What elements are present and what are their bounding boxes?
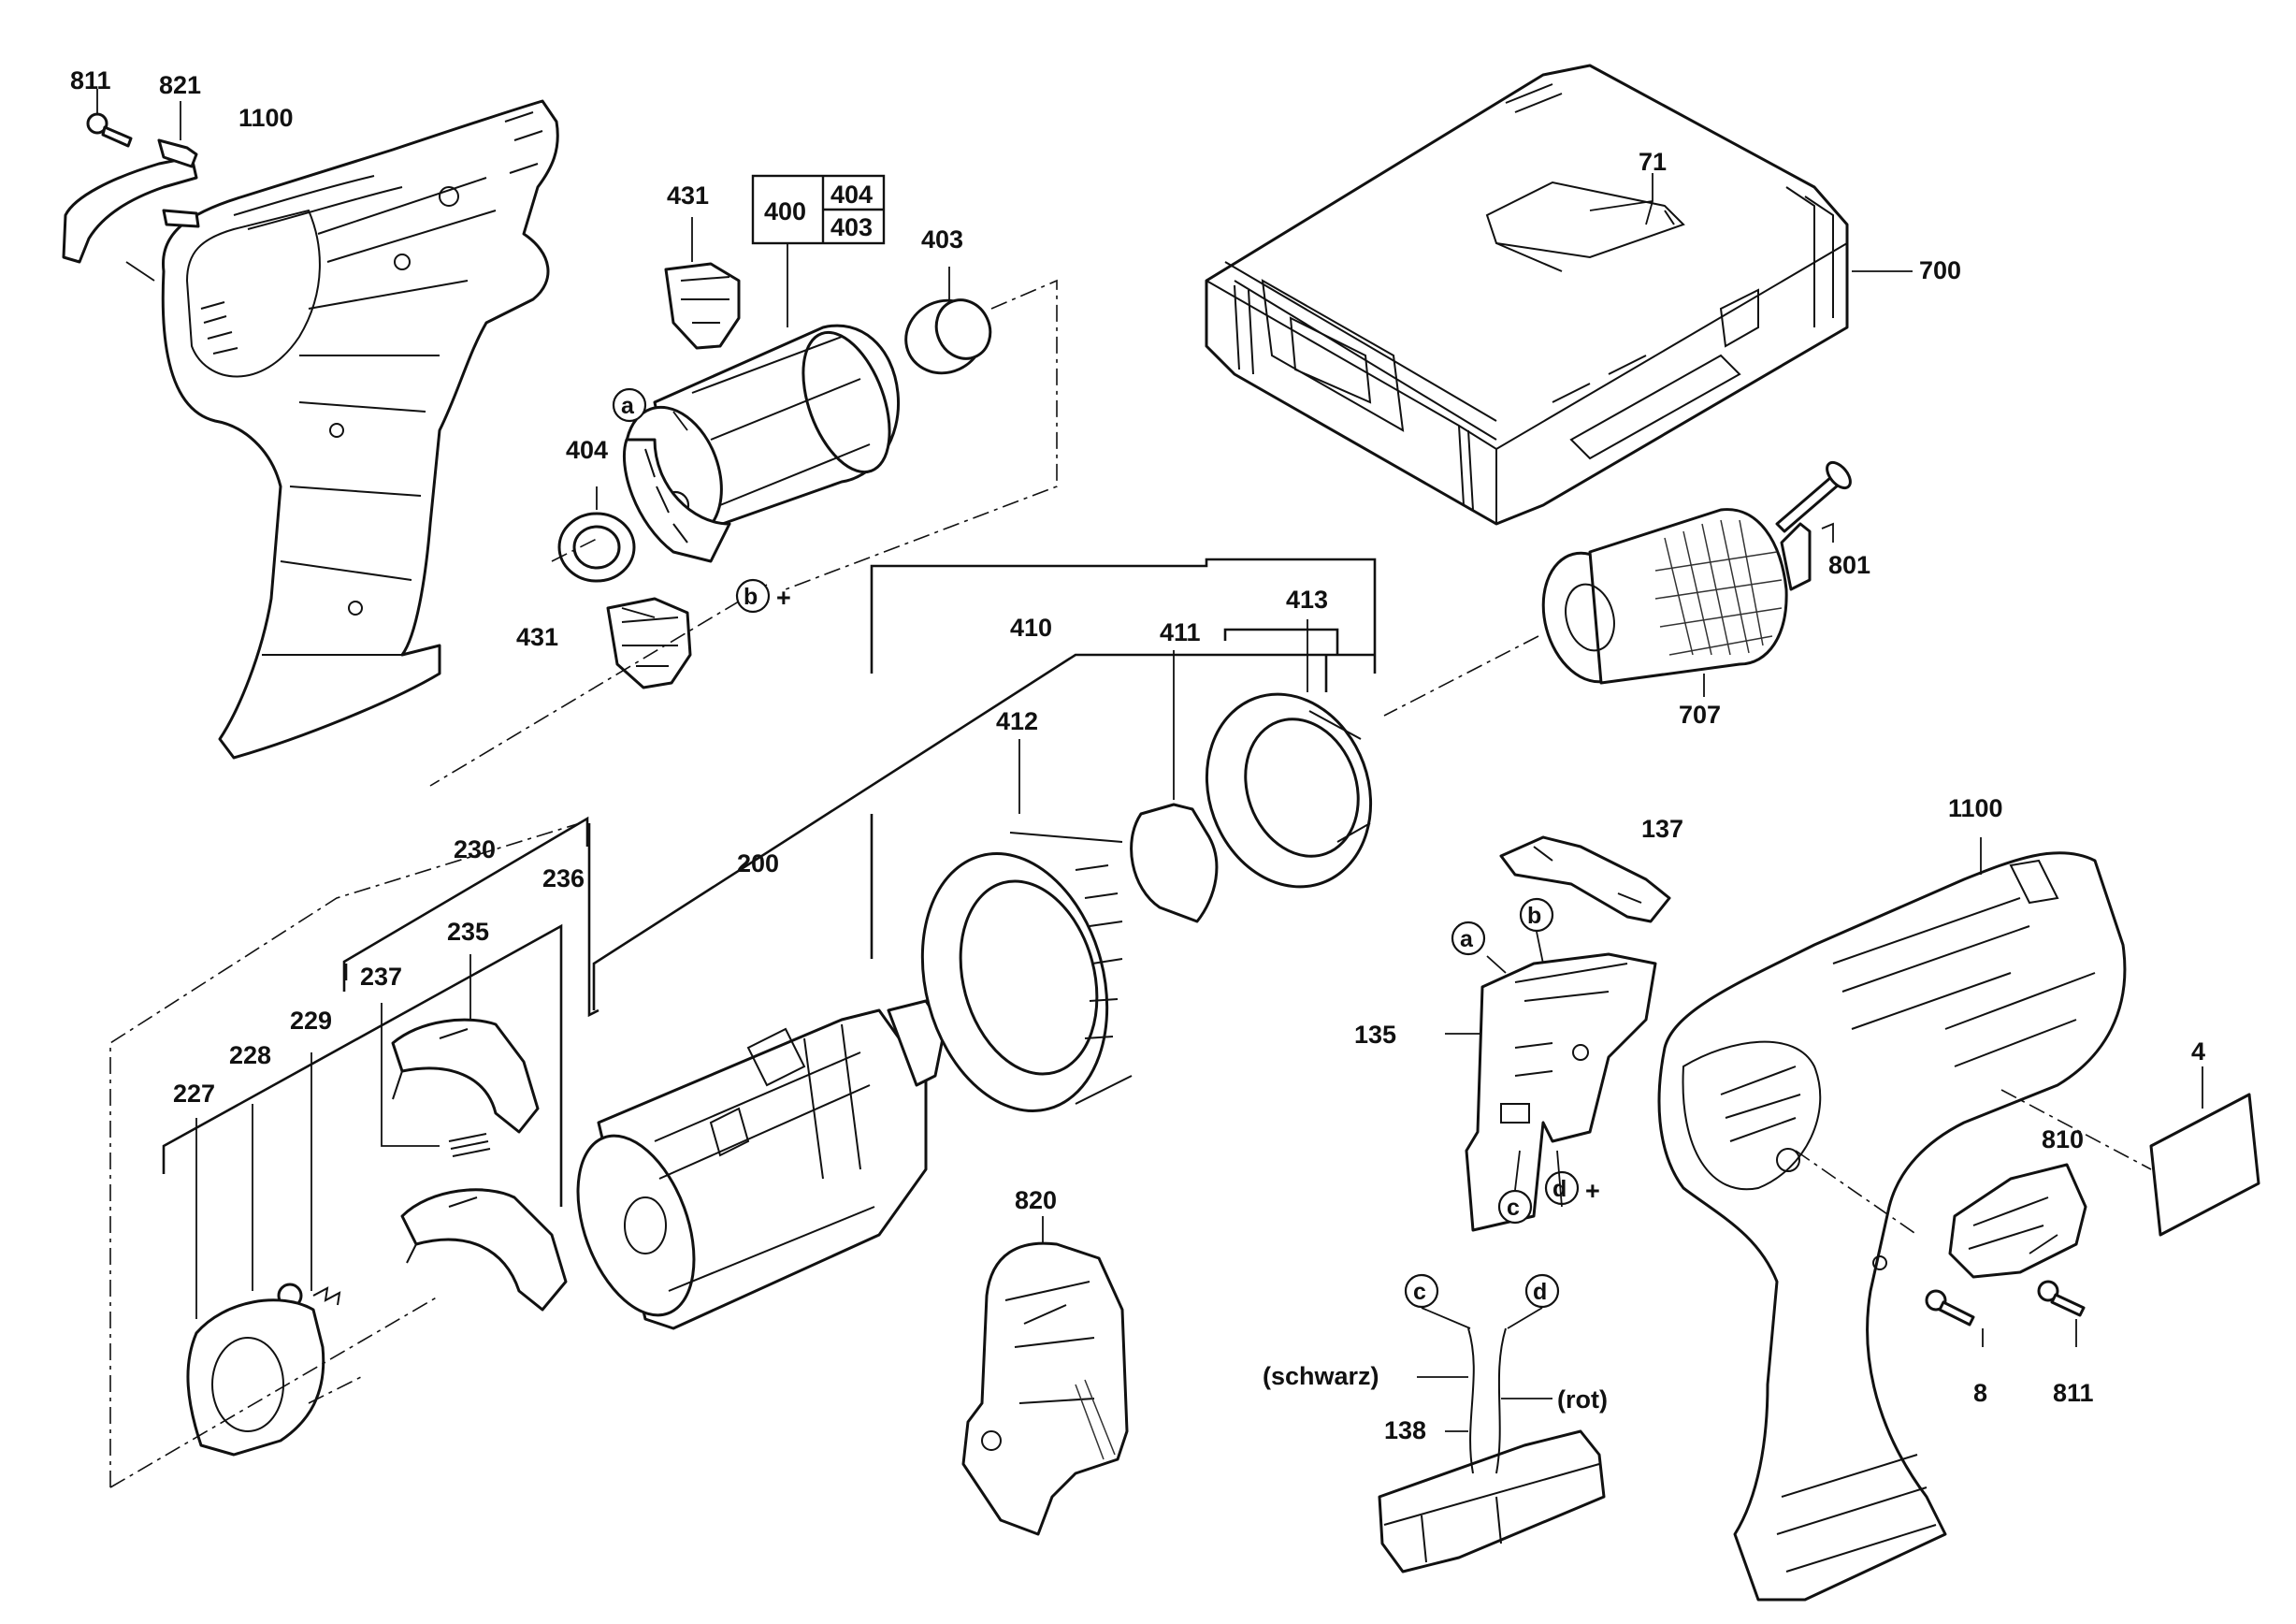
label-229: 229	[290, 1007, 332, 1035]
label-138: 138	[1384, 1416, 1426, 1444]
label-135: 135	[1354, 1021, 1396, 1049]
ring-227	[186, 1298, 325, 1457]
label-413: 413	[1286, 586, 1328, 614]
screw-811-right	[2037, 1280, 2086, 1317]
label-410: 410	[1010, 614, 1052, 642]
label-plate-4	[2149, 1093, 2260, 1237]
label-821: 821	[159, 71, 201, 99]
label-236: 236	[542, 864, 585, 892]
label-411: 411	[1160, 618, 1201, 646]
label-707: 707	[1679, 701, 1721, 729]
shift-plate-235	[391, 1018, 540, 1134]
label-404-box: 404	[830, 181, 873, 209]
gearbox-200	[576, 999, 946, 1330]
labels: 811 821 1100 431 400 404 403 403 71 700 …	[70, 66, 2205, 1444]
label-811-right: 811	[2053, 1379, 2094, 1407]
motor-400	[622, 324, 901, 563]
label-403-box: 403	[830, 213, 873, 241]
label-8: 8	[1973, 1379, 1987, 1407]
label-228: 228	[229, 1041, 271, 1069]
setting-ring-412	[920, 832, 1133, 1112]
label-b-motor: b	[744, 584, 758, 610]
label-700: 700	[1919, 256, 1961, 284]
switch-135	[1465, 952, 1657, 1232]
label-404: 404	[566, 436, 608, 464]
label-403: 403	[921, 225, 963, 254]
label-1100-top: 1100	[238, 104, 294, 132]
label-a-switch: a	[1460, 926, 1474, 952]
label-d-wire: d	[1533, 1279, 1547, 1305]
label-c-wire: c	[1413, 1279, 1426, 1305]
label-227: 227	[173, 1080, 215, 1108]
label-235: 235	[447, 918, 489, 946]
bearing-403	[904, 298, 992, 375]
label-71: 71	[1639, 148, 1667, 176]
carry-case-700	[1205, 64, 1849, 526]
label-400: 400	[764, 197, 806, 225]
label-820: 820	[1015, 1186, 1057, 1214]
wire-terminal-138	[1378, 1327, 1606, 1573]
label-b-switch: b	[1527, 903, 1541, 929]
ring-413	[1205, 692, 1373, 889]
label-237: 237	[360, 963, 402, 991]
motor-reference-box	[751, 174, 886, 245]
drill-housing-right	[1657, 851, 2127, 1602]
label-plus-motor: +	[776, 584, 791, 612]
shift-plate-236	[400, 1188, 568, 1312]
label-200: 200	[737, 849, 779, 877]
label-412: 412	[996, 707, 1038, 735]
label-schwarz: (schwarz)	[1263, 1362, 1379, 1390]
screw-8	[1925, 1289, 1975, 1327]
label-431-top: 431	[667, 181, 709, 210]
label-810: 810	[2042, 1125, 2084, 1153]
label-137: 137	[1641, 815, 1683, 843]
label-801: 801	[1828, 551, 1870, 579]
brush-holder-431-top	[664, 262, 741, 350]
label-431-bottom: 431	[516, 623, 558, 651]
label-rot: (rot)	[1557, 1385, 1608, 1414]
keyless-chuck-707	[1541, 508, 1812, 685]
housing-half-left	[161, 99, 559, 760]
label-a-motor: a	[621, 393, 635, 419]
belt-clip-810	[1948, 1163, 2087, 1279]
label-811-top: 811	[70, 66, 111, 94]
bit-holder-820	[961, 1241, 1129, 1536]
spring-ring-411	[1130, 803, 1219, 923]
reversing-button-137	[1499, 835, 1671, 923]
label-230: 230	[454, 835, 496, 863]
screw-811-top	[86, 112, 133, 148]
spring-229	[312, 1286, 341, 1306]
bearing-404	[557, 512, 636, 583]
brush-holder-431-bottom	[606, 597, 692, 689]
label-1100-right: 1100	[1948, 794, 2003, 822]
label-4: 4	[2191, 1037, 2205, 1066]
belt-clip-top-left	[62, 138, 200, 264]
springs-237	[448, 1133, 491, 1157]
label-c-switch: c	[1507, 1195, 1520, 1221]
label-plus-switch: +	[1585, 1177, 1600, 1205]
screw-801	[1775, 460, 1852, 533]
